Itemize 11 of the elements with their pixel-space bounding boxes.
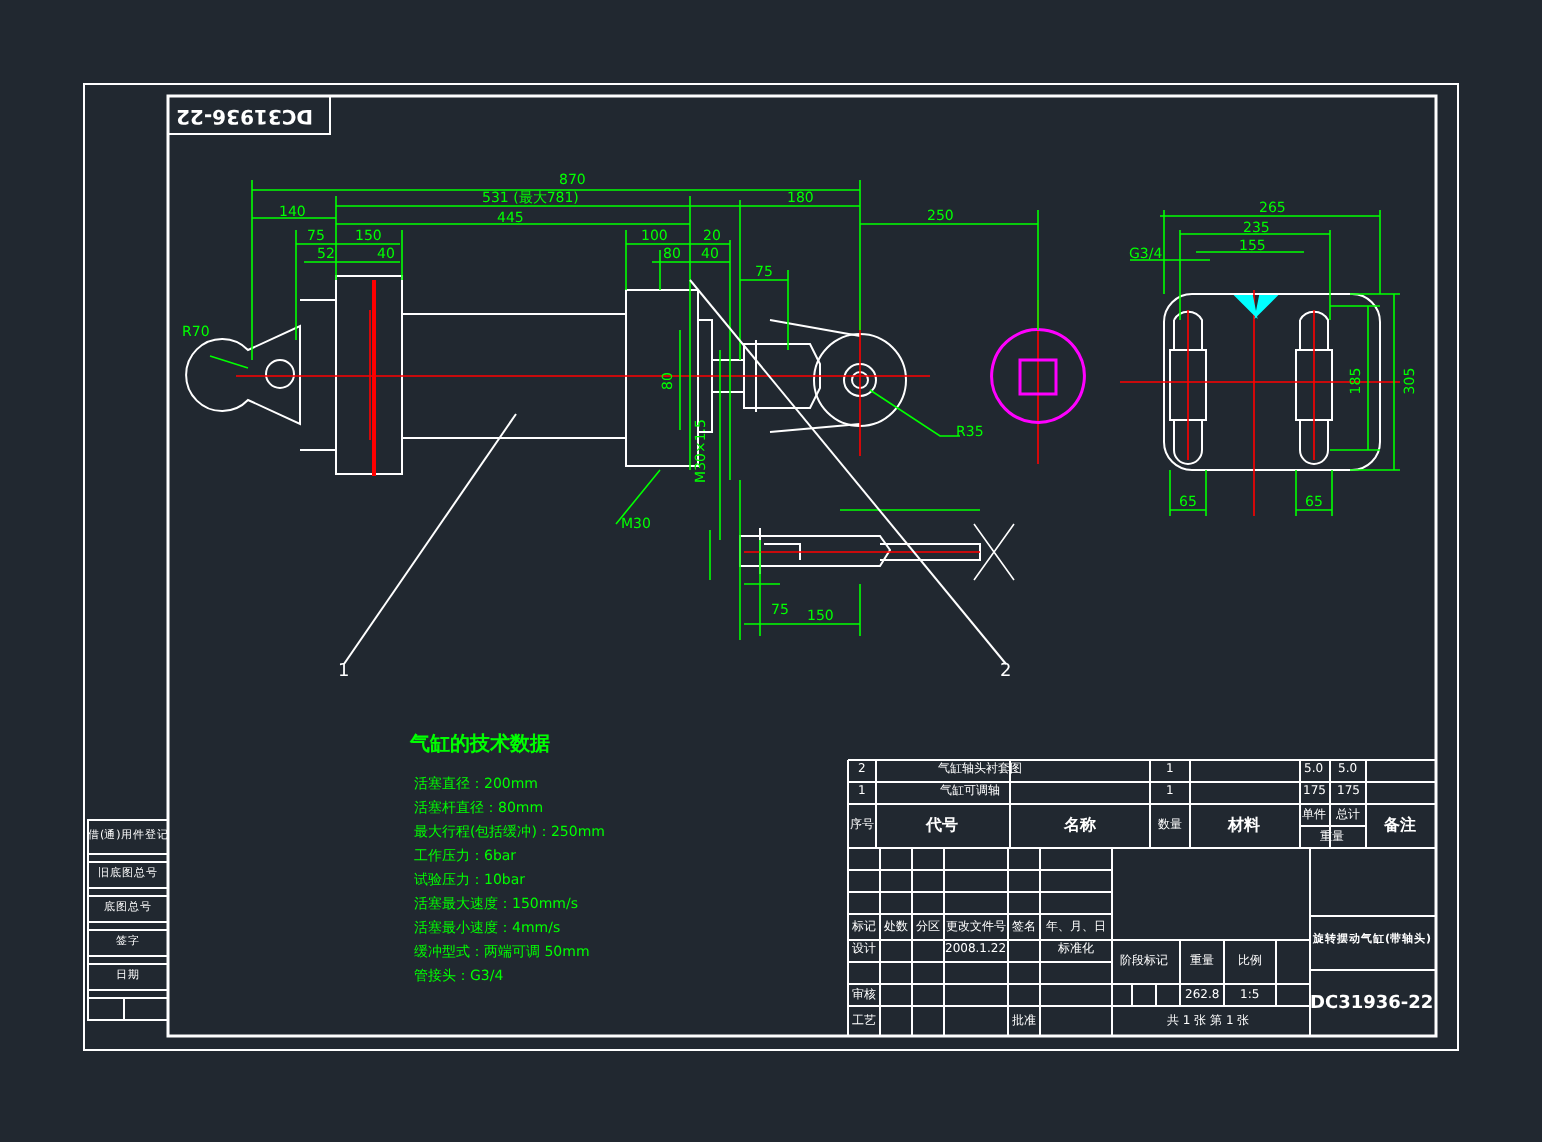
callout-number: 2 [1000, 663, 1012, 681]
callout-number: 1 [338, 663, 350, 681]
table-text: 材料 [1228, 818, 1260, 834]
leader-line [343, 413, 517, 665]
leader-line [689, 279, 1007, 665]
table-text: 备注 [1384, 818, 1416, 834]
data-heading: 气缸的技术数据 [410, 736, 550, 756]
drawing-number: DC31936-22 [1310, 995, 1434, 1013]
table-text: 代号 [926, 818, 958, 834]
drawing-number: DC31936-22 [175, 104, 312, 124]
table-text: 名称 [1064, 818, 1096, 834]
